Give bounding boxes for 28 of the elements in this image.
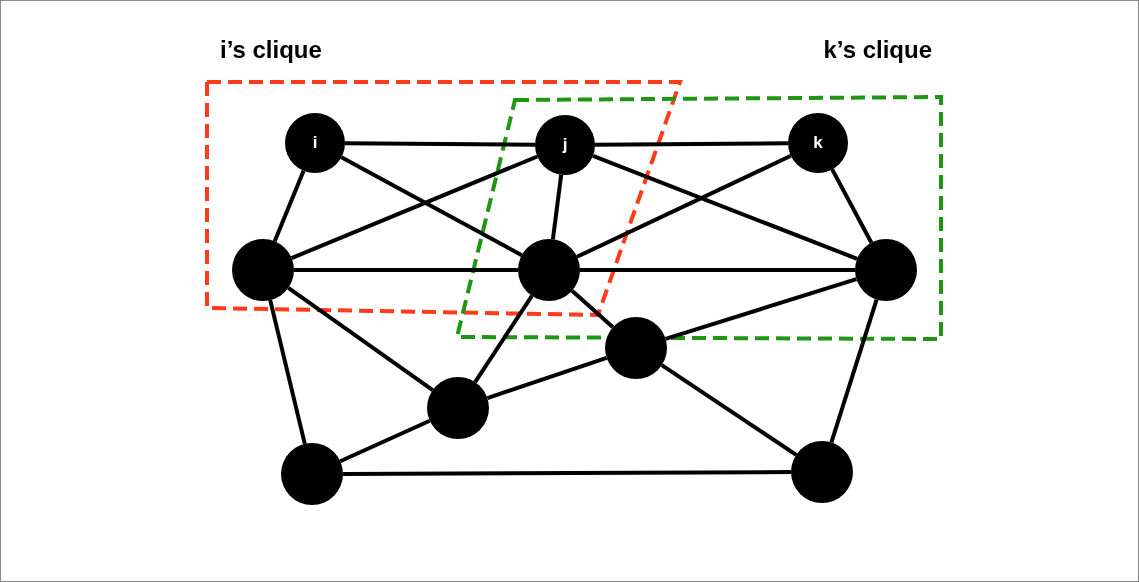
connector-line xyxy=(665,277,857,341)
connector-line xyxy=(829,299,879,443)
connector-line xyxy=(576,154,792,259)
connector-line xyxy=(595,141,788,147)
connector-line xyxy=(294,268,518,272)
graph-node xyxy=(518,239,580,301)
connector-line xyxy=(339,418,431,464)
graph-node xyxy=(605,317,667,379)
connector-line xyxy=(592,154,858,261)
connector-line xyxy=(660,363,798,457)
connector-line xyxy=(486,356,608,400)
clique-title: i’s clique xyxy=(220,36,322,64)
connector-line xyxy=(550,174,564,240)
connector-line xyxy=(580,268,855,272)
connector-line xyxy=(272,170,306,243)
connector-line xyxy=(570,289,615,329)
connector-line xyxy=(345,141,535,147)
connector-line xyxy=(830,168,874,244)
connector-line xyxy=(473,294,534,384)
connector-line xyxy=(340,155,523,257)
graph-node: j xyxy=(535,115,595,175)
connector-line xyxy=(290,154,539,260)
connector-line xyxy=(343,470,791,476)
graph-node: k xyxy=(788,113,848,173)
clique-title: k’s clique xyxy=(823,36,932,64)
graph-node: i xyxy=(285,113,345,173)
connector-line xyxy=(268,299,307,445)
connector-line xyxy=(287,286,434,392)
